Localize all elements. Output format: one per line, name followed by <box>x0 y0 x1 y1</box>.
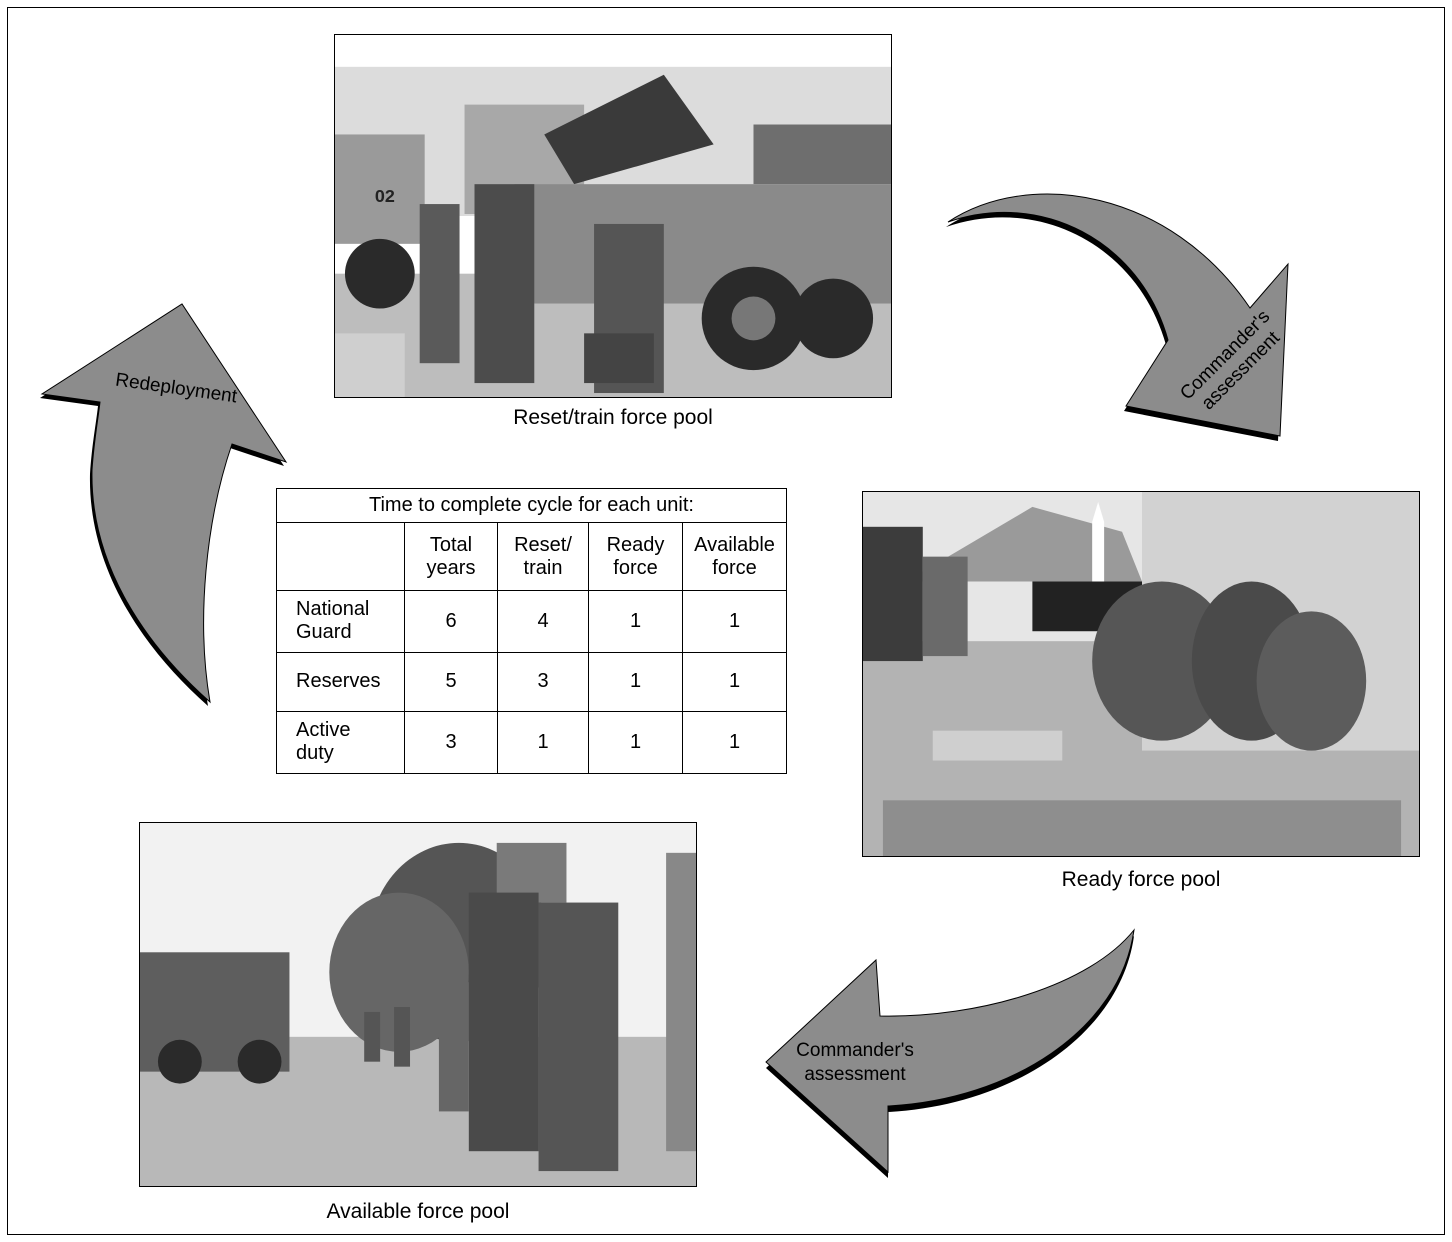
cell-value: 3 <box>404 710 498 775</box>
cell-value: 1 <box>588 651 683 712</box>
cell-value: 1 <box>682 590 787 653</box>
assessment-bottom-line2: assessment <box>804 1064 906 1085</box>
cell-value: 1 <box>588 590 683 653</box>
table-corner-cell <box>276 522 405 592</box>
table-row-reserves: Reserves 5 3 1 1 <box>276 651 787 712</box>
ready-force-photo <box>862 491 1420 857</box>
assessment-arrow-right: Commander's assessment <box>946 193 1289 441</box>
cycle-time-table: Time to complete cycle for each unit: To… <box>276 487 787 775</box>
cell-value: 1 <box>497 710 589 775</box>
available-force-photo <box>139 822 697 1187</box>
truck-number: 02 <box>375 186 395 206</box>
cell-value: 1 <box>682 710 787 775</box>
assessment-arrow-bottom: Commander's assessment <box>765 928 1135 1178</box>
cell-value: 6 <box>404 590 498 653</box>
outer-frame <box>7 7 1445 1235</box>
reset-train-photo: 02 <box>334 34 892 398</box>
cell-value: 5 <box>404 651 498 712</box>
cell-value: 4 <box>497 590 589 653</box>
reset-train-caption: Reset/train force pool <box>513 406 713 429</box>
redeployment-arrow: Redeployment <box>40 303 288 706</box>
cell-value: 3 <box>497 651 589 712</box>
row-label: Reserves <box>276 651 405 712</box>
cell-value: 1 <box>682 651 787 712</box>
header-reset-train: Reset/train <box>497 522 589 592</box>
assessment-bottom-line1: Commander's <box>796 1040 914 1061</box>
table-title: Time to complete cycle for each unit: <box>276 487 787 524</box>
cell-value: 1 <box>588 710 683 775</box>
available-force-caption: Available force pool <box>326 1200 510 1223</box>
ready-force-caption: Ready force pool <box>1061 868 1221 891</box>
